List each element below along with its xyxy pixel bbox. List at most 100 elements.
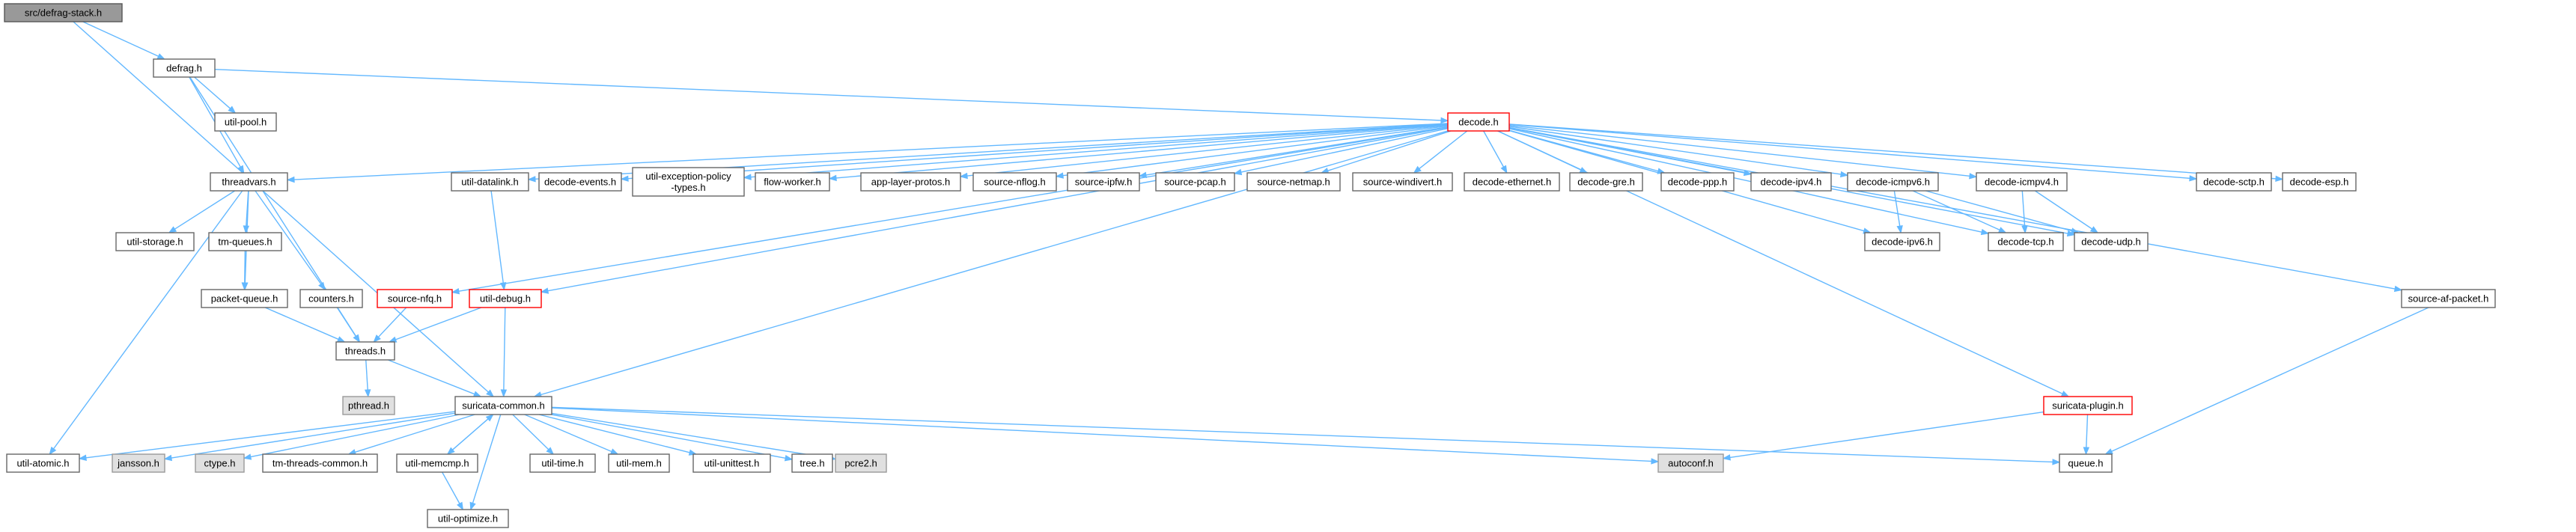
edge-threadvars-to-util_storage xyxy=(168,190,236,233)
node-label: flow-worker.h xyxy=(764,177,821,188)
node-decode-esp[interactable]: decode-esp.h xyxy=(2282,172,2357,192)
node-decode-events[interactable]: decode-events.h xyxy=(538,172,622,192)
edge-decode_icmpv4-to-decode_udp xyxy=(2035,190,2099,233)
node-decode-ethernet[interactable]: decode-ethernet.h xyxy=(1464,172,1560,192)
node-source-windivert[interactable]: source-windivert.h xyxy=(1352,172,1453,192)
edge-suricata_common-to-ctype xyxy=(243,414,460,460)
node-label: -types.h xyxy=(671,182,705,193)
node-jansson: jansson.h xyxy=(112,453,165,473)
node-label: util-atomic.h xyxy=(16,458,69,469)
node-decode-sctp[interactable]: decode-sctp.h xyxy=(2196,172,2272,192)
node-label: source-ipfw.h xyxy=(1075,177,1133,188)
node-util-memcmp[interactable]: util-memcmp.h xyxy=(396,453,478,473)
edge-threadvars-to-counters xyxy=(255,190,326,291)
edge-defrag_stack-to-defrag xyxy=(82,21,166,60)
edge-decode-to-flow_worker xyxy=(828,123,1449,182)
edge-util_datalink-to-util_debug xyxy=(490,190,507,291)
node-label: source-af-packet.h xyxy=(2408,293,2489,305)
node-util-time[interactable]: util-time.h xyxy=(529,453,596,473)
node-tree[interactable]: tree.h xyxy=(791,453,833,473)
edge-decode_icmpv6-to-decode_tcp xyxy=(1912,190,2007,233)
node-label: decode-udp.h xyxy=(2081,236,2141,248)
node-label: util-unittest.h xyxy=(704,458,760,469)
node-label: packet-queue.h xyxy=(211,293,278,305)
dependency-edges xyxy=(49,21,2429,511)
node-util-datalink[interactable]: util-datalink.h xyxy=(451,172,529,192)
node-counters[interactable]: counters.h xyxy=(299,289,363,308)
node-queue[interactable]: queue.h xyxy=(2059,453,2113,473)
edge-suricata_plugin-to-autoconf xyxy=(1722,411,2044,461)
node-label: tree.h xyxy=(800,458,824,469)
edge-suricata_common-to-tree xyxy=(551,414,794,462)
node-util-atomic[interactable]: util-atomic.h xyxy=(6,453,80,473)
node-tm-queues[interactable]: tm-queues.h xyxy=(208,232,282,251)
node-decode-ipv6[interactable]: decode-ipv6.h xyxy=(1864,232,1940,251)
node-util-mem[interactable]: util-mem.h xyxy=(608,453,670,473)
node-app-layer-protos[interactable]: app-layer-protos.h xyxy=(860,172,961,192)
edge-decode-to-threadvars xyxy=(286,123,1449,183)
node-util-debug[interactable]: util-debug.h xyxy=(469,289,542,308)
edge-decode-to-source_nfq xyxy=(451,126,1449,295)
node-source-netmap[interactable]: source-netmap.h xyxy=(1246,172,1341,192)
edge-threads-to-suricata_common xyxy=(388,359,482,397)
node-label: decode.h xyxy=(1458,117,1499,128)
node-source-ipfw[interactable]: source-ipfw.h xyxy=(1067,172,1140,192)
edge-suricata_common-to-util_mem xyxy=(524,414,619,455)
node-util-unittest[interactable]: util-unittest.h xyxy=(692,453,771,473)
node-packet-queue[interactable]: packet-queue.h xyxy=(201,289,288,308)
edge-suricata_common-to-queue xyxy=(551,406,2061,465)
node-util-pool[interactable]: util-pool.h xyxy=(214,112,277,132)
node-pcre2: pcre2.h xyxy=(835,453,887,473)
node-source-nfq[interactable]: source-nfq.h xyxy=(377,289,453,308)
node-label: suricata-common.h xyxy=(462,400,545,412)
node-label: ctype.h xyxy=(204,458,236,469)
node-util-storage[interactable]: util-storage.h xyxy=(115,232,195,251)
node-defrag-stack[interactable]: src/defrag-stack.h xyxy=(4,3,123,22)
node-defrag[interactable]: defrag.h xyxy=(153,58,216,78)
node-source-pcap[interactable]: source-pcap.h xyxy=(1155,172,1235,192)
node-label: util-pool.h xyxy=(225,117,267,128)
node-decode[interactable]: decode.h xyxy=(1447,112,1510,132)
node-label: threadvars.h xyxy=(222,177,275,188)
node-suricata-common[interactable]: suricata-common.h xyxy=(454,396,552,415)
edge-decode-to-suricata_plugin xyxy=(1497,130,2070,397)
edge-decode-to-decode_icmpv6 xyxy=(1508,126,1849,178)
node-label: tm-queues.h xyxy=(218,236,272,248)
node-label: util-exception-policy xyxy=(645,171,731,182)
node-label: util-datalink.h xyxy=(461,177,519,188)
node-decode-icmpv4[interactable]: decode-icmpv4.h xyxy=(1976,172,2068,192)
node-decode-ppp[interactable]: decode-ppp.h xyxy=(1660,172,1735,192)
node-util-optimize[interactable]: util-optimize.h xyxy=(427,509,509,528)
edge-suricata_common-to-util_atomic xyxy=(78,411,456,461)
edge-decode-to-source_af_packet xyxy=(1508,126,2403,293)
edge-suricata_plugin-to-queue xyxy=(2083,414,2090,456)
edge-decode-to-decode_sctp xyxy=(1508,123,2198,182)
node-flow-worker[interactable]: flow-worker.h xyxy=(755,172,830,192)
edge-util_memcmp-to-util_optimize xyxy=(442,471,464,511)
node-decode-ipv4[interactable]: decode-ipv4.h xyxy=(1750,172,1832,192)
edge-counters-to-threads xyxy=(336,307,360,343)
node-suricata-plugin[interactable]: suricata-plugin.h xyxy=(2043,396,2133,415)
edge-decode-to-util_exception xyxy=(743,123,1449,180)
node-util-exception[interactable]: util-exception-policy-types.h xyxy=(632,167,745,197)
edge-util_memcmp-to-suricata_common xyxy=(447,414,494,455)
node-threads[interactable]: threads.h xyxy=(335,341,395,361)
node-source-af-packet[interactable]: source-af-packet.h xyxy=(2401,289,2496,308)
node-ctype: ctype.h xyxy=(195,453,245,473)
node-decode-udp[interactable]: decode-udp.h xyxy=(2074,232,2149,251)
node-label: util-mem.h xyxy=(616,458,662,469)
node-label: threads.h xyxy=(345,346,386,357)
edge-decode-to-decode_esp xyxy=(1508,123,2284,183)
node-threadvars[interactable]: threadvars.h xyxy=(210,172,288,192)
node-decode-gre[interactable]: decode-gre.h xyxy=(1569,172,1643,192)
node-tm-threads-common[interactable]: tm-threads-common.h xyxy=(262,453,378,473)
node-label: jansson.h xyxy=(117,458,159,469)
node-decode-icmpv6[interactable]: decode-icmpv6.h xyxy=(1847,172,1939,192)
node-decode-tcp[interactable]: decode-tcp.h xyxy=(1988,232,2064,251)
node-source-nflog[interactable]: source-nflog.h xyxy=(972,172,1057,192)
edge-suricata_common-to-util_optimize xyxy=(469,414,502,511)
node-label: decode-ppp.h xyxy=(1668,177,1728,188)
edge-decode-to-decode_icmpv4 xyxy=(1508,124,1978,180)
node-label: source-netmap.h xyxy=(1257,177,1330,188)
